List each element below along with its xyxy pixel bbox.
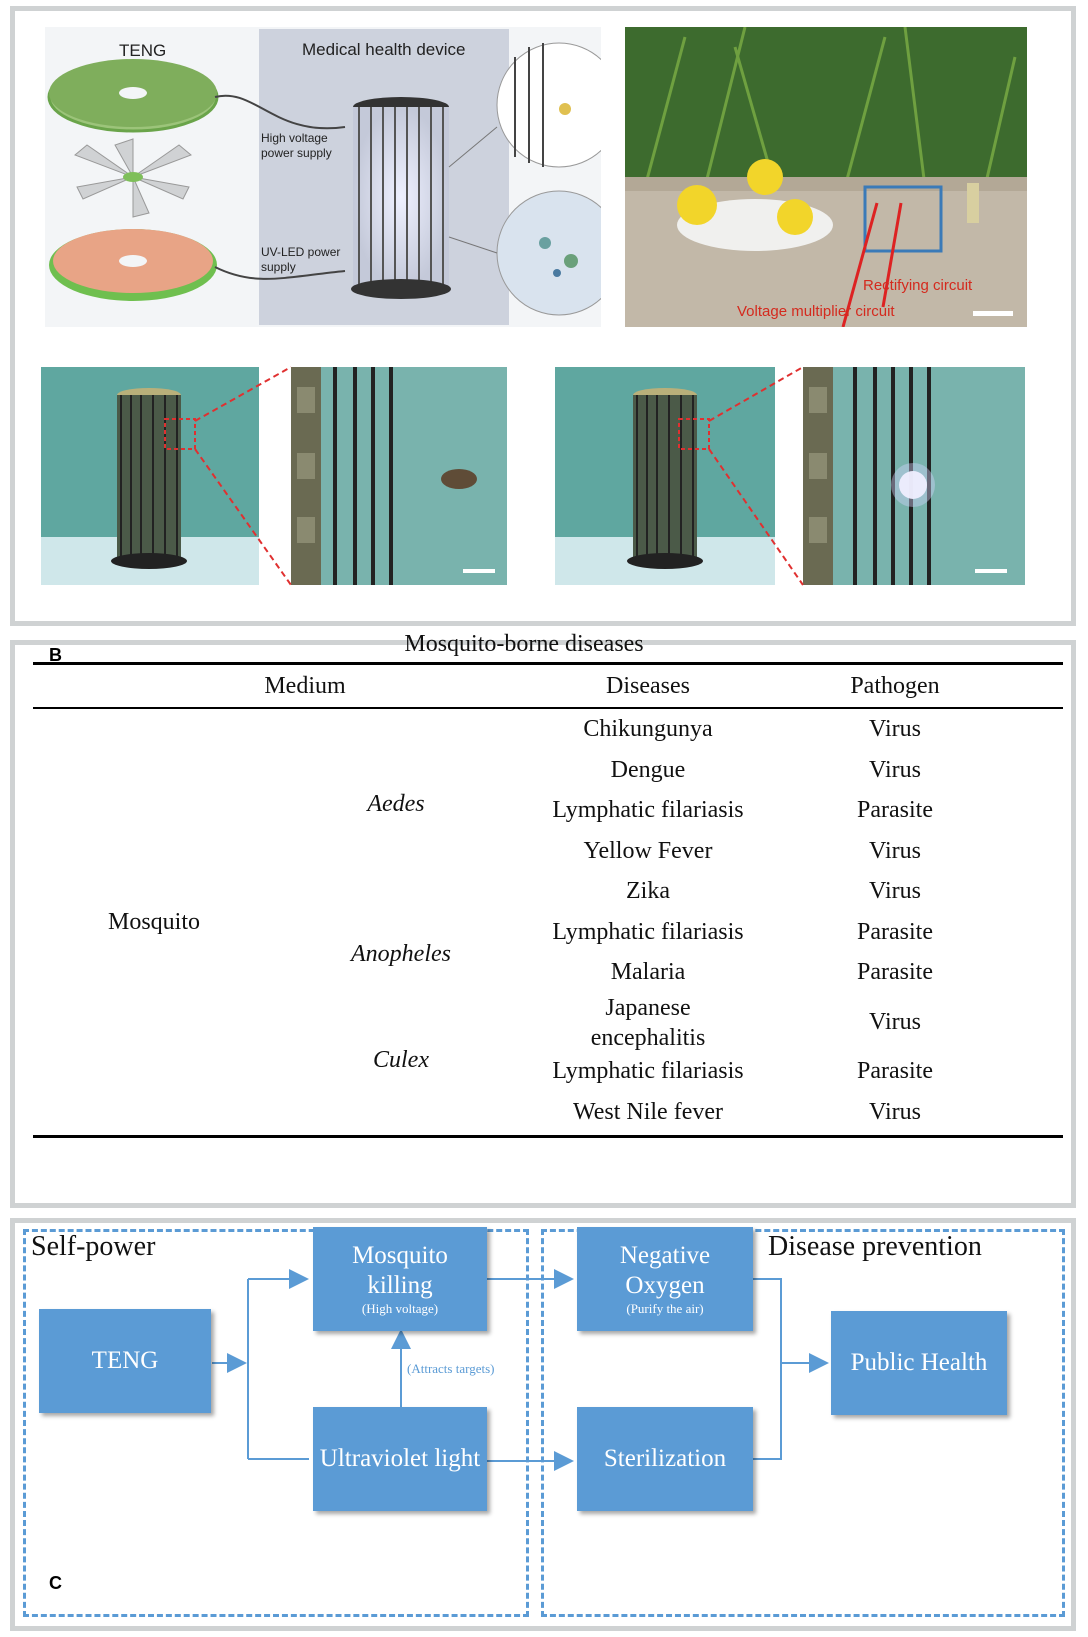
- device-photo-before-drawing: [41, 388, 259, 585]
- table-row-pathogen: Virus: [869, 716, 921, 742]
- genus-aedes: Aedes: [367, 791, 425, 817]
- header-pathogen: Pathogen: [850, 673, 940, 699]
- table-row-disease: Yellow Fever: [583, 838, 713, 864]
- teng-box: TENG: [39, 1309, 211, 1413]
- table-row-disease: Zika: [626, 878, 670, 904]
- table-row-pathogen: Virus: [869, 838, 921, 864]
- medium-mosquito: Mosquito: [107, 909, 201, 935]
- table-row-pathogen: Virus: [869, 878, 921, 904]
- panel-a: A: [10, 6, 1076, 626]
- mosquito-killing-box: Mosquito killing (High voltage): [313, 1227, 487, 1331]
- disease-prevention-group: [541, 1229, 1065, 1617]
- header-rule: [33, 707, 1063, 709]
- header-diseases: Diseases: [606, 673, 690, 699]
- schematic-drawing: [47, 29, 601, 325]
- zoom-photo-mosquito-alive-drawing: [291, 367, 495, 585]
- mosquito-killing-sub: (High voltage): [361, 1301, 439, 1316]
- negative-oxygen-box: Negative Oxygen (Purify the air): [577, 1227, 753, 1331]
- public-health-label: Public Health: [850, 1349, 988, 1376]
- table-row-pathogen: Parasite: [857, 797, 933, 823]
- voltage-multiplier-label: Voltage multiplier circuit: [737, 303, 895, 320]
- header-medium: Medium: [264, 673, 346, 699]
- uv-supply-label: UV-LED power supply: [261, 245, 341, 274]
- zoom-photo-mosquito-alive: [291, 367, 507, 585]
- device-photo-after-drawing: [555, 388, 775, 585]
- negative-oxygen-line1: Negative: [619, 1242, 711, 1269]
- mosquito-killing-line1: Mosquito: [352, 1242, 448, 1269]
- device-photo-before: [41, 367, 259, 585]
- self-power-group: [23, 1229, 529, 1617]
- ultraviolet-light-label: Ultraviolet light: [319, 1445, 481, 1472]
- hv-supply-label: High voltage power supply: [261, 131, 332, 160]
- panel-c-flowchart: Self-power Disease prevention C TENG Mos…: [10, 1218, 1076, 1631]
- ultraviolet-light-box: Ultraviolet light: [313, 1407, 487, 1511]
- table-row-pathogen: Parasite: [857, 959, 933, 985]
- table-row-pathogen: Virus: [869, 1099, 921, 1125]
- table-title: Mosquito-borne diseases: [404, 631, 644, 657]
- device-title: Medical health device: [302, 40, 466, 59]
- outdoor-device-photo: Rectifying circuit Voltage multiplier ci…: [625, 27, 1027, 327]
- teng-device-schematic: TENG Medical health device High voltage …: [45, 27, 601, 327]
- table-row-pathogen: Parasite: [857, 1058, 933, 1084]
- table-row-disease: Chikungunya: [583, 716, 713, 742]
- public-health-box: Public Health: [831, 1311, 1007, 1415]
- panel-b-label: B: [49, 645, 62, 665]
- table-row-pathogen: Parasite: [857, 919, 933, 945]
- teng-box-label: TENG: [91, 1347, 159, 1374]
- panel-c-label: C: [49, 1573, 62, 1593]
- table-row-disease: Lymphatic filariasis: [552, 919, 744, 945]
- table-row-disease: Lymphatic filariasis: [552, 1058, 744, 1084]
- negative-oxygen-line2: Oxygen: [625, 1272, 705, 1299]
- disease-prevention-title: Disease prevention: [768, 1231, 982, 1262]
- self-power-title: Self-power: [31, 1231, 156, 1262]
- table-row-pathogen: Virus: [869, 1009, 921, 1035]
- table-row-disease-line1: Japanese: [605, 995, 691, 1021]
- attracts-targets-label: (Attracts targets): [407, 1361, 495, 1376]
- device-photo-after: [555, 367, 775, 585]
- zoom-photo-mosquito-killed: [803, 367, 1025, 585]
- teng-label: TENG: [119, 41, 167, 60]
- table-row-disease: Malaria: [610, 959, 686, 985]
- zoom-lines: [194, 366, 804, 586]
- table-top-rule: [33, 662, 1063, 665]
- negative-oxygen-sub: (Purify the air): [626, 1301, 704, 1316]
- table-row-disease-line2: encephalitis: [590, 1025, 706, 1051]
- panel-b-table: B Mosquito-borne diseases Medium Disease…: [10, 631, 1076, 1208]
- zoom-photo-mosquito-killed-drawing: [803, 367, 1007, 585]
- genus-anopheles: Anopheles: [351, 941, 451, 967]
- outdoor-photo-drawing: [625, 27, 1027, 327]
- table-row-pathogen: Virus: [869, 757, 921, 783]
- genus-culex: Culex: [373, 1047, 429, 1073]
- sterilization-box: Sterilization: [577, 1407, 753, 1511]
- mosquito-killing-line2: killing: [367, 1272, 433, 1299]
- rectifying-circuit-label: Rectifying circuit: [863, 277, 973, 294]
- flow-arrows: [212, 1269, 829, 1471]
- table-row-disease: Lymphatic filariasis: [552, 797, 744, 823]
- table-row-disease: West Nile fever: [573, 1099, 723, 1125]
- table-bottom-rule: [33, 1135, 1063, 1138]
- sterilization-label: Sterilization: [603, 1445, 727, 1472]
- table-row-disease: Dengue: [610, 757, 686, 783]
